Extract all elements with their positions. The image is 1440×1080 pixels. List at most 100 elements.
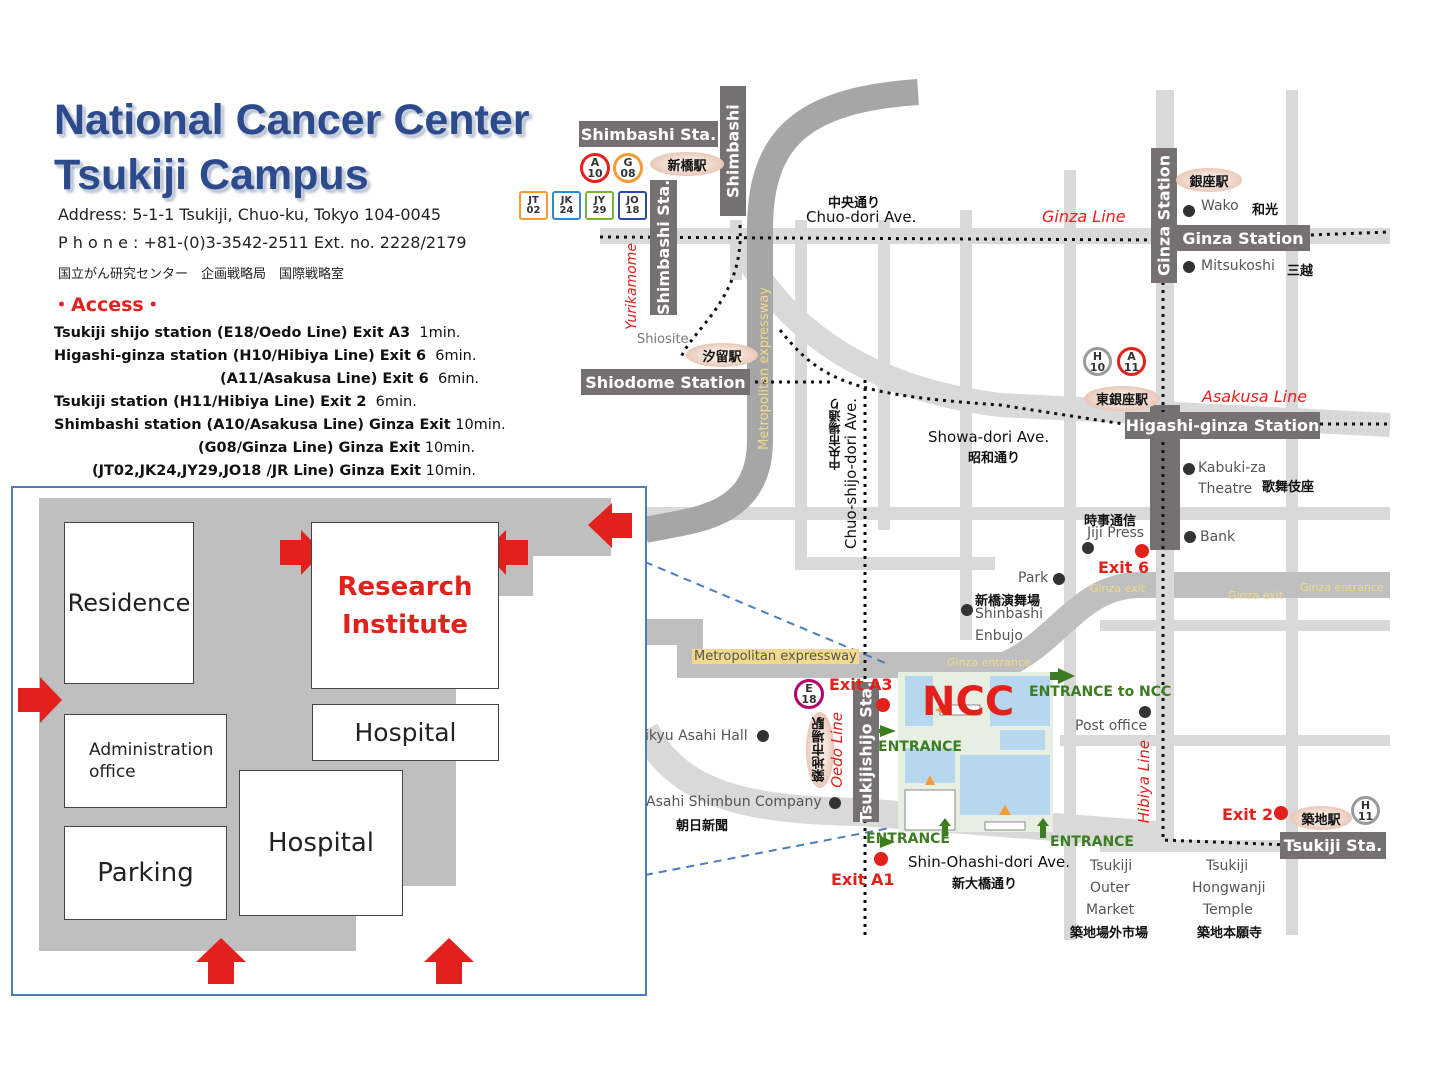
exit-a1-marker	[874, 852, 888, 866]
post-office-marker	[1139, 706, 1151, 718]
entrance-label-3: ENTRANCE	[1050, 834, 1134, 850]
tsukiji-station-box: Tsukiji Sta.	[1280, 832, 1386, 859]
research-label-line1: Research	[337, 571, 473, 602]
showa-dori-jp-label: 昭和通り	[968, 451, 1021, 466]
wako-jp-label: 和光	[1252, 203, 1279, 218]
chuo-shijo-label: Chuo-shijo-dori Ave.	[842, 398, 860, 549]
subway-lines	[599, 224, 1391, 940]
jiji-marker	[1082, 542, 1094, 554]
hospital-building-small: Hospital	[312, 704, 499, 761]
research-institute-building: Research Institute	[311, 522, 499, 689]
kabukiza-label-1: Kabuki-za	[1198, 460, 1267, 476]
ginza-entrance-label-2: Ginza entrance	[947, 656, 1031, 669]
entrance-to-ncc-label: ENTRANCE to NCC	[1029, 684, 1172, 700]
oedo-line-label: Oedo Line	[828, 712, 846, 788]
research-label-line2: Institute	[341, 609, 468, 640]
shimbashi-jp-label: 新橋駅	[650, 152, 724, 176]
expressway-vertical-label: Metropolitan expressway	[757, 287, 772, 450]
ginza-exit-label-2: Ginza exit	[1228, 589, 1284, 602]
chuo-dori-jp-label: 中央通り	[828, 196, 881, 211]
asakusa-line-label: Asakusa Line	[1202, 387, 1308, 406]
exit6-label: Exit 6	[1098, 558, 1150, 577]
access-item: (JT02,JK24,JY29,JO18 /JR Line) Ginza Exi…	[92, 463, 477, 479]
mitsukoshi-marker	[1183, 261, 1195, 273]
address-text: Address: 5-1-1 Tsukiji, Chuo-ku, Tokyo 1…	[58, 205, 442, 224]
kabukiza-label-2: Theatre	[1198, 481, 1253, 497]
park-label: Park	[1018, 570, 1049, 586]
page-title-line1: National Cancer Center	[54, 96, 530, 144]
temple-label-3: Temple	[1203, 902, 1253, 918]
asahi-shimbun-jp-label: 朝日新聞	[676, 819, 729, 834]
asahi-shimbun-label: Asahi Shimbun Company	[646, 794, 822, 810]
bank-marker	[1184, 531, 1196, 543]
temple-label-1: Tsukiji	[1206, 858, 1249, 874]
ginza-station-vertical-box: Ginza Station	[1151, 148, 1177, 283]
exit6-marker	[1135, 544, 1149, 558]
outer-market-label-1: Tsukiji	[1090, 858, 1133, 874]
bank-label: Bank	[1200, 529, 1236, 545]
admin-label-line1: Administration	[89, 740, 214, 760]
access-item: Higashi-ginza station (H10/Hibiya Line) …	[54, 348, 477, 364]
administration-office-building: Administration office	[64, 714, 227, 808]
admin-label-line2: office	[89, 762, 136, 782]
parking-building: Parking	[64, 826, 227, 920]
higashi-ginza-jp-label: 東銀座駅	[1084, 386, 1160, 411]
access-heading: ・Access・	[52, 294, 163, 316]
temple-jp-label: 築地本願寺	[1197, 926, 1263, 941]
ginza-station-box: Ginza Station	[1176, 225, 1310, 251]
asahi-hall-label: ikyu Asahi Hall	[645, 728, 748, 744]
exit2-label: Exit 2	[1222, 805, 1274, 824]
department-text: 国立がん研究センター 企画戦略局 国際戦略室	[58, 267, 345, 282]
entrance-label-1: ENTRANCE	[878, 739, 962, 755]
access-item: Shimbashi station (A10/Asakusa Line) Gin…	[54, 417, 506, 433]
shiodome-jp-label: 汐留駅	[686, 343, 758, 367]
enbujo-label-2: Enbujo	[975, 628, 1023, 644]
shimbashi-vertical-box: Shimbashi	[720, 86, 746, 216]
asahi-hall-marker	[757, 730, 769, 742]
hibiya-line-label: Hibiya Line	[1135, 740, 1153, 824]
park-marker	[1053, 573, 1065, 585]
shin-ohashi-label: Shin-Ohashi-dori Ave.	[908, 853, 1070, 871]
ginza-exit-label-1: Ginza exit	[1090, 582, 1146, 595]
exit-a1-label: Exit A1	[831, 870, 895, 889]
tsukiji-jp-label: 築地駅	[1290, 806, 1352, 830]
asahi-shimbun-marker	[829, 797, 841, 809]
shiodome-station-box: Shiodome Station	[581, 369, 750, 395]
enbujo-marker	[961, 604, 973, 616]
chuo-shijo-jp-label: 中央市場通り	[828, 398, 842, 470]
mitsukoshi-jp-label: 三越	[1287, 264, 1314, 279]
shiosite-label: Shiosite	[637, 332, 689, 347]
exit-a3-marker	[876, 698, 890, 712]
jiji-jp-label: 時事通信	[1084, 514, 1137, 529]
wako-label: Wako	[1201, 198, 1239, 214]
shimbashi-sta-vertical-box: Shimbashi Sta.	[650, 180, 677, 315]
exit-a3-label: Exit A3	[829, 675, 893, 694]
kabukiza-marker	[1183, 463, 1195, 475]
phone-text: P h o n e : +81-(0)3-3542-2511 Ext. no. …	[58, 233, 467, 252]
outer-market-label-2: Outer	[1090, 880, 1130, 896]
expressway-label: Metropolitan expressway	[692, 649, 859, 664]
higashi-ginza-station-box: Higashi-ginza Station	[1125, 412, 1320, 439]
access-item: (G08/Ginza Line) Ginza Exit 10min.	[198, 440, 476, 456]
temple-label-2: Hongwanji	[1192, 880, 1266, 896]
access-item: Tsukiji shijo station (E18/Oedo Line) Ex…	[54, 325, 461, 341]
showa-dori-label: Showa-dori Ave.	[928, 428, 1050, 446]
chuo-dori-label: Chuo-dori Ave.	[806, 208, 917, 226]
residence-building: Residence	[64, 522, 194, 684]
outer-market-label-3: Market	[1086, 902, 1135, 918]
access-item: (A11/Asakusa Line) Exit 6 6min.	[220, 371, 480, 387]
ginza-entrance-label-1: Ginza entrance	[1300, 581, 1384, 594]
entrance-label-2: ENTRANCE	[866, 831, 950, 847]
wako-marker	[1183, 205, 1195, 217]
enbujo-jp-label: 新橋演舞場	[975, 594, 1041, 609]
